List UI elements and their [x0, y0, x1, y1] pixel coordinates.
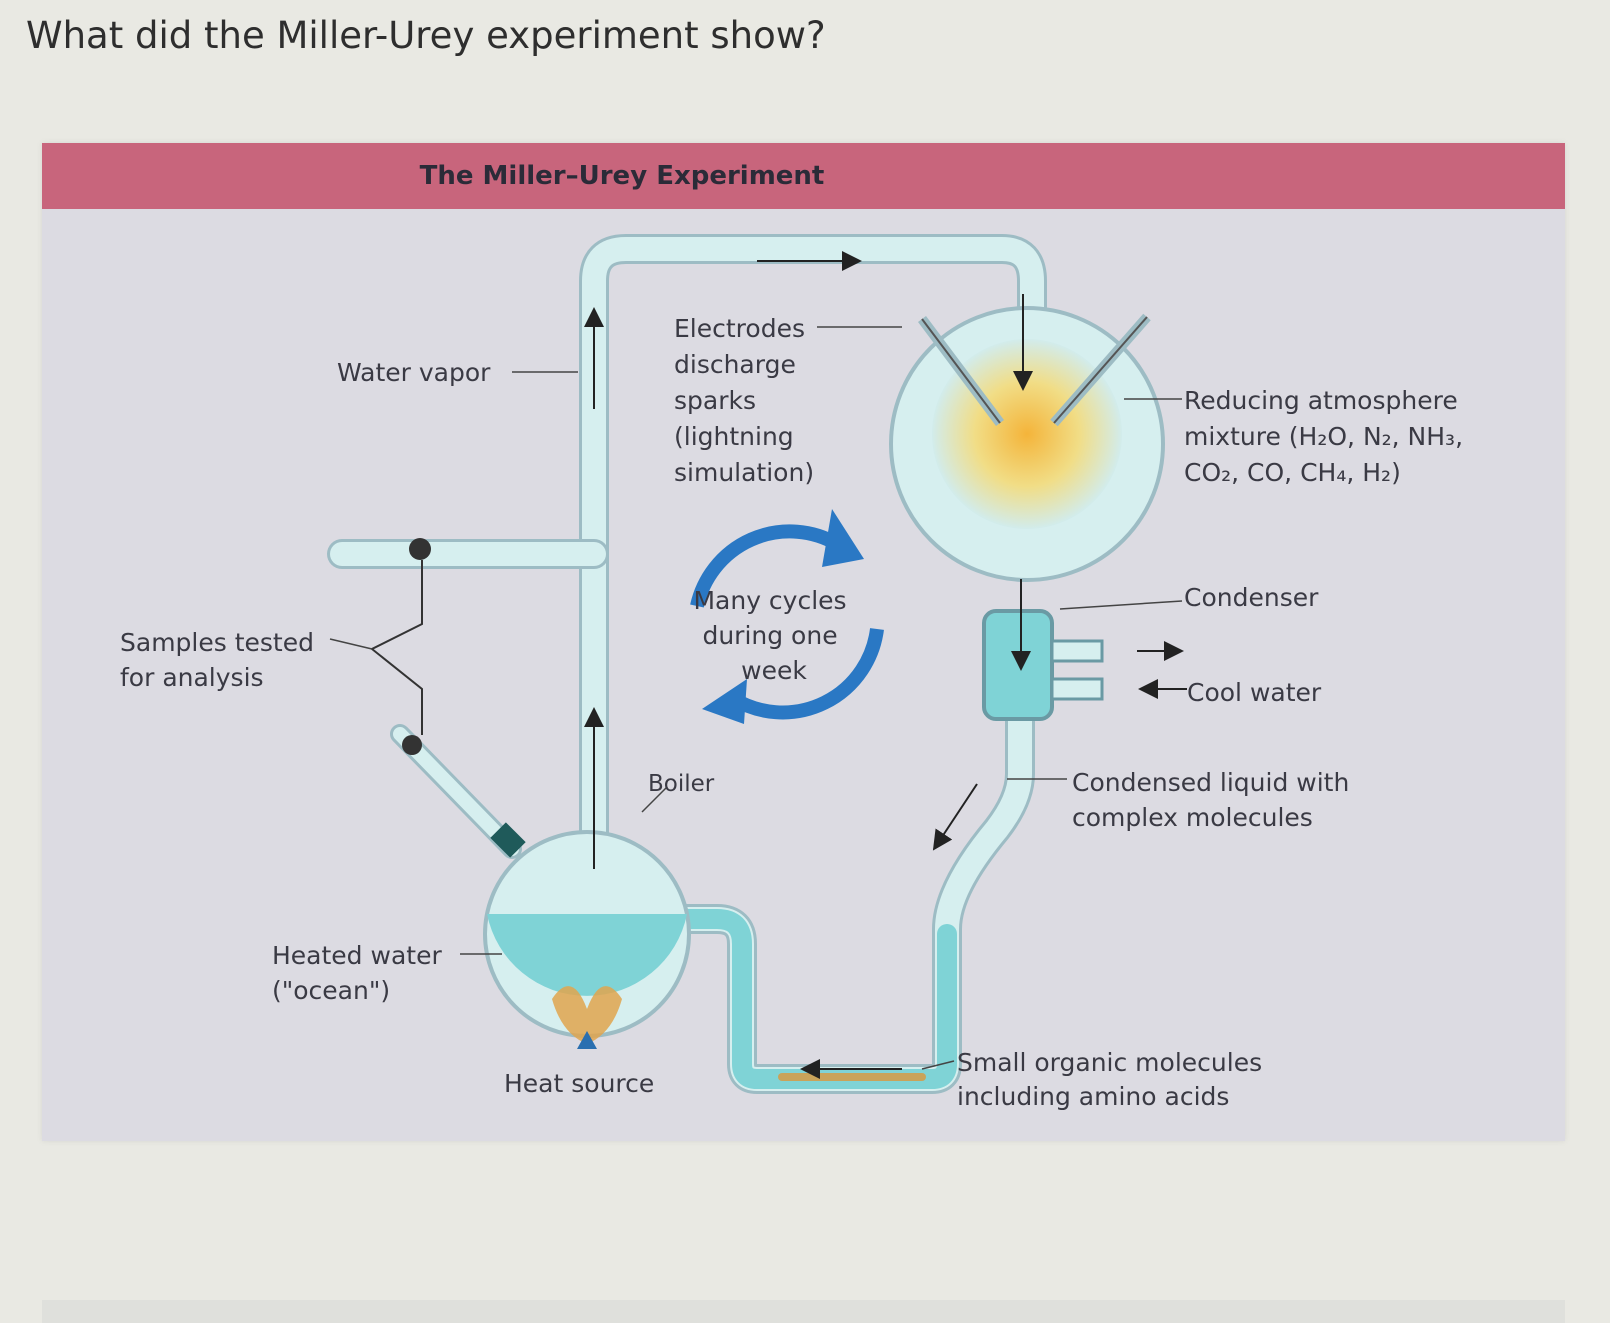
glass-tubing: [327, 234, 1047, 1094]
label-condensed-liquid: Condensed liquid with complex molecules: [1072, 768, 1357, 832]
label-condenser: Condenser: [1184, 583, 1319, 612]
label-cycles: Many cycles during one week: [693, 586, 854, 685]
valve-icon: [402, 735, 422, 755]
figure-title: The Miller–Urey Experiment: [419, 161, 825, 191]
cycle-arrows-icon: [690, 509, 884, 724]
label-heated-water: Heated water ("ocean"): [272, 941, 450, 1005]
bottom-strip: [42, 1300, 1565, 1323]
figure-header: The Miller–Urey Experiment: [42, 143, 1565, 209]
label-water-vapor: Water vapor: [337, 358, 491, 387]
leader-lines: [329, 326, 1183, 1070]
label-samples: Samples tested for analysis: [120, 628, 322, 692]
question-title: What did the Miller-Urey experiment show…: [26, 14, 826, 57]
sampling-tube: [370, 538, 526, 859]
label-cool-water: Cool water: [1187, 678, 1322, 707]
figure-panel: The Miller–Urey Experiment: [42, 143, 1565, 1141]
miller-urey-diagram: Water vapor Electrodes discharge sparks …: [120, 234, 1471, 1111]
flow-arrows: [584, 251, 1187, 1079]
label-electrodes: Electrodes discharge sparks (lightning s…: [674, 314, 814, 487]
valve-icon: [409, 538, 431, 560]
boiler-flask: [483, 830, 691, 1049]
condenser: [982, 609, 1104, 721]
label-reducing-atmosphere: Reducing atmosphere mixture (H₂O, N₂, NH…: [1184, 386, 1471, 487]
label-heat-source: Heat source: [504, 1069, 654, 1098]
label-boiler: Boiler: [648, 771, 715, 797]
spark-chamber: [889, 306, 1165, 582]
label-small-organic: Small organic molecules including amino …: [957, 1048, 1270, 1111]
